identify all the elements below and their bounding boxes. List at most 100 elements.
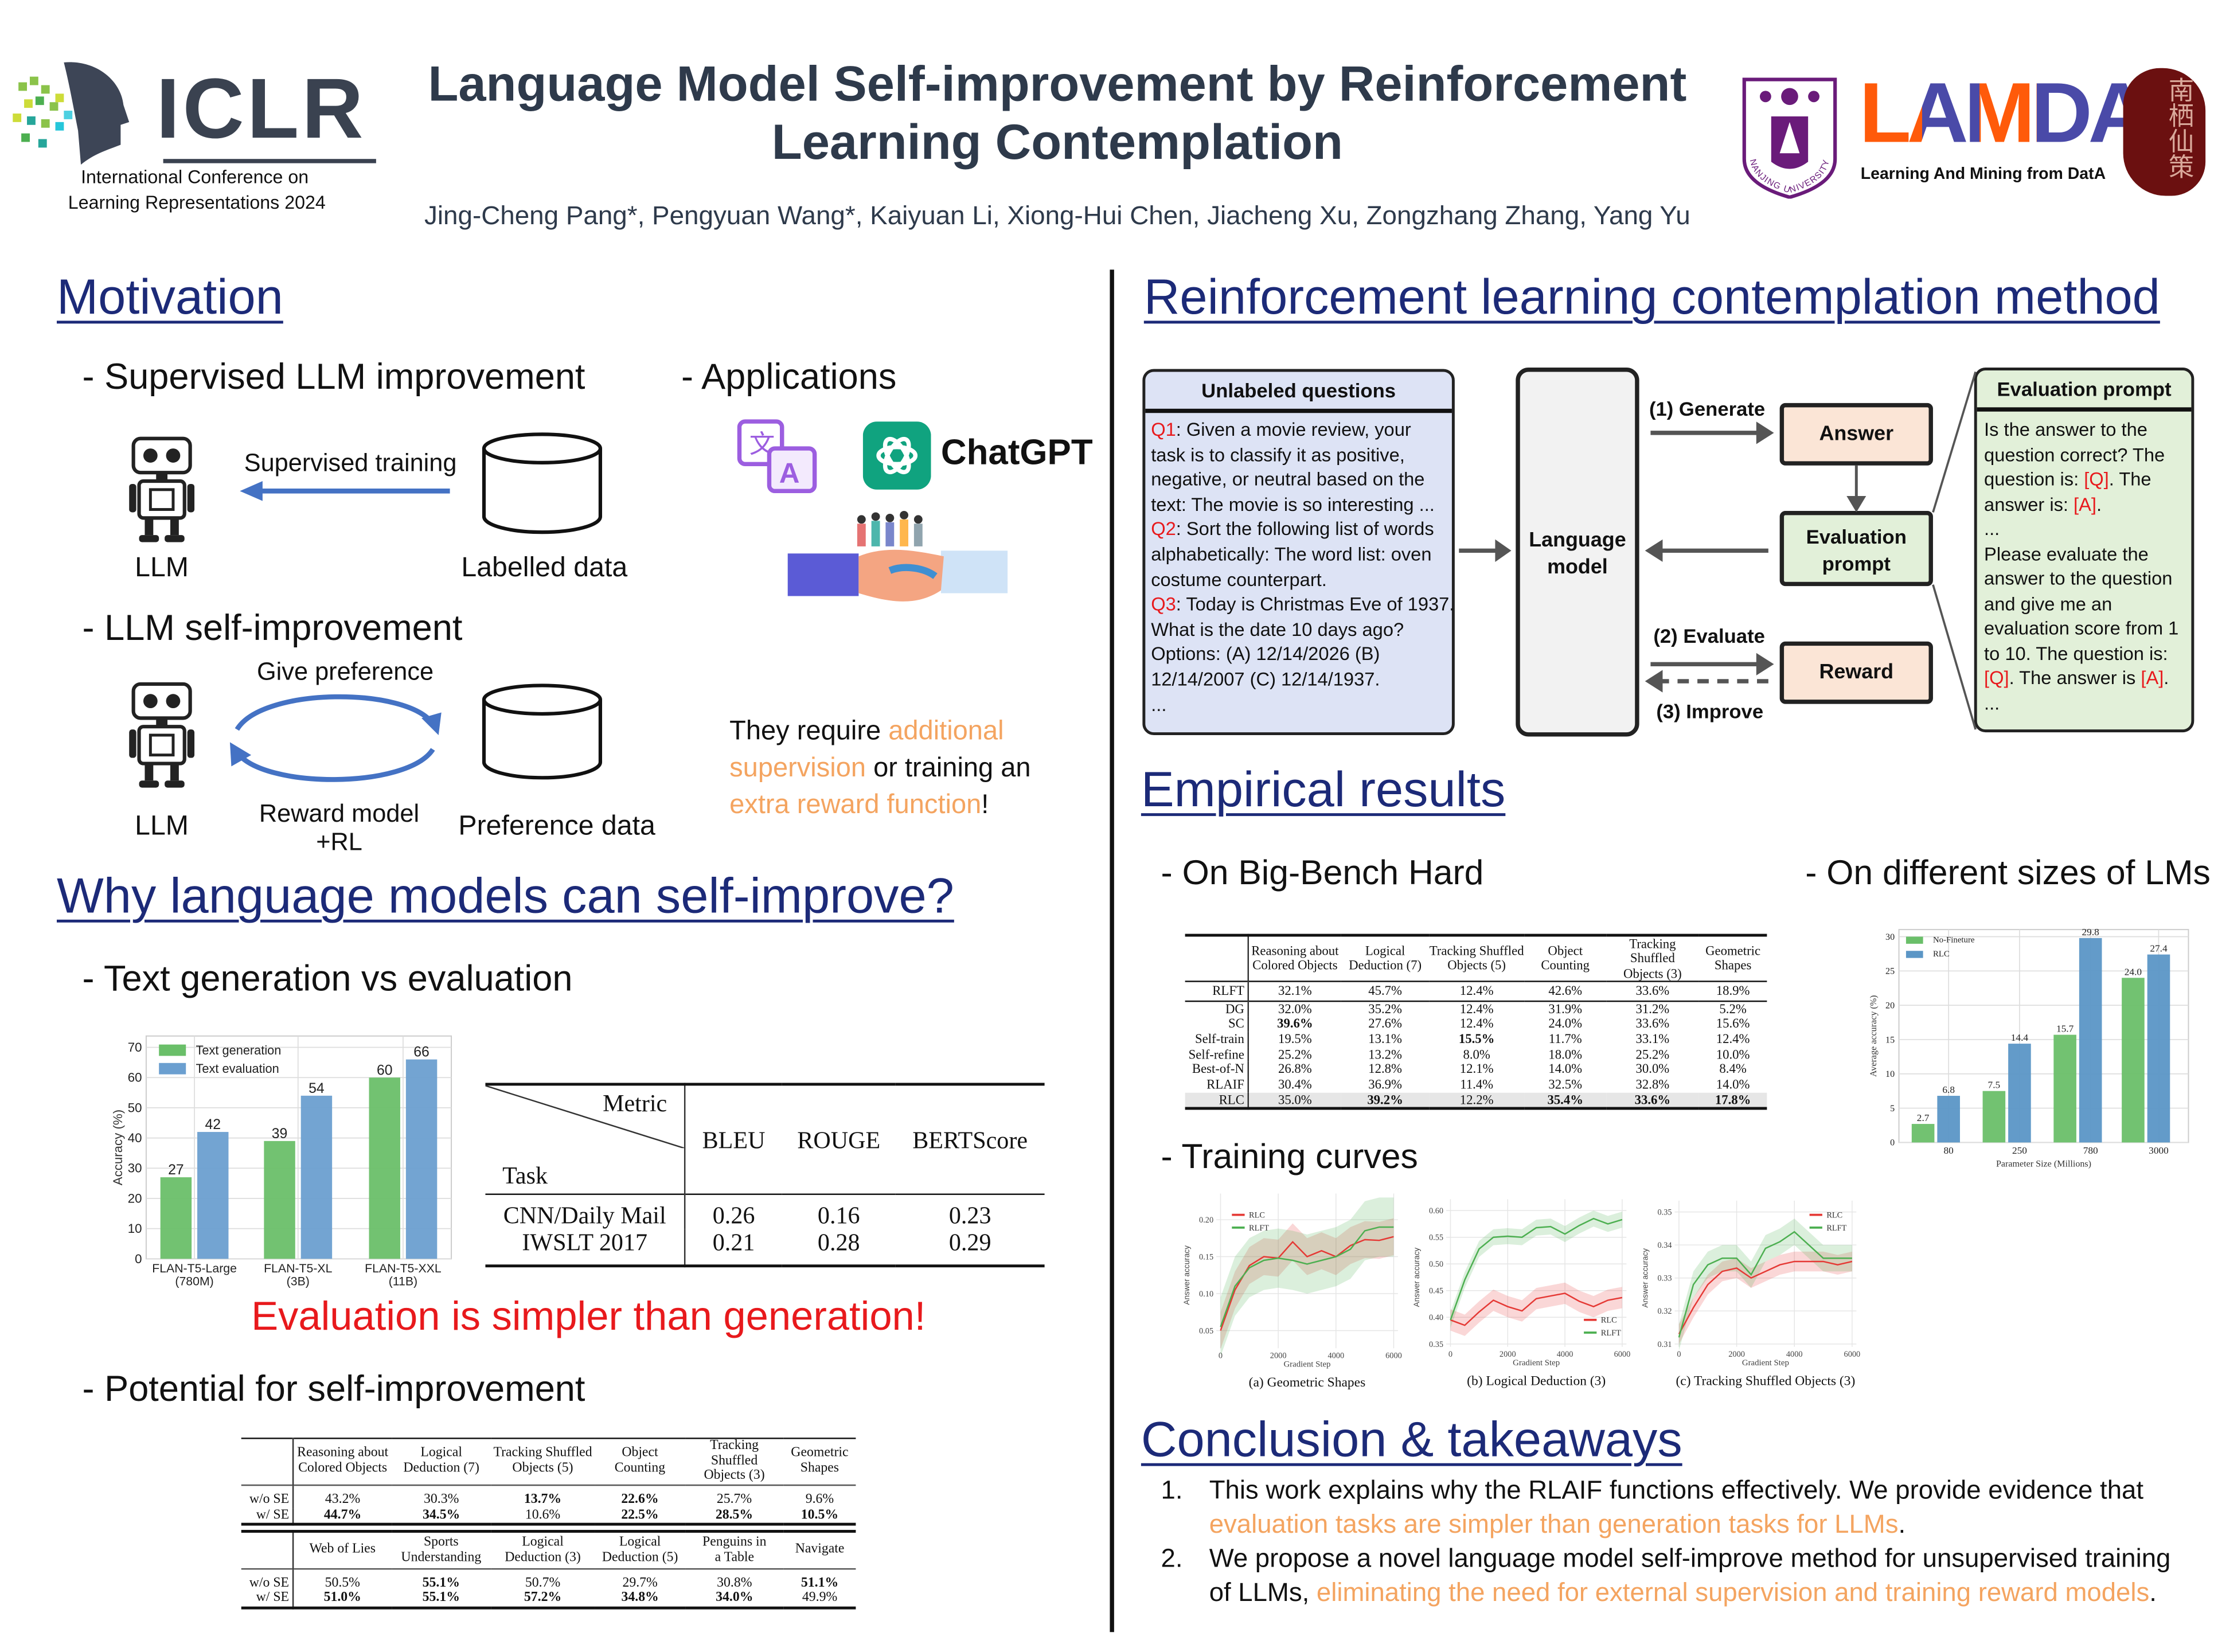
metric-table-corner: Metric Task <box>485 1084 686 1195</box>
value-cell: 34.0% <box>716 1590 753 1606</box>
value-cell: 31.2% <box>1635 1002 1670 1016</box>
text-span: Please evaluate the <box>1984 542 2149 564</box>
text-line: ... <box>1984 517 2191 541</box>
value-cell: 51.0% <box>323 1590 361 1606</box>
text-span: . <box>2149 1576 2157 1606</box>
value-cell: 55.1% <box>422 1575 460 1591</box>
nju-seal-logo: NANJING UNIVERSITY <box>1740 74 1839 200</box>
legend-label: RLFT <box>1826 1224 1846 1233</box>
translate-icon: 文A <box>737 419 817 494</box>
conclusion-number: 1. <box>1161 1474 1183 1505</box>
x-tick-label: (3B) <box>287 1275 310 1288</box>
line-rlft <box>1220 1226 1394 1327</box>
value-cell: 30.0% <box>1635 1062 1670 1077</box>
column-header: Logical Deduction (3) <box>505 1534 581 1565</box>
legend-label: RLFT <box>1249 1224 1269 1233</box>
value-cell: 14.0% <box>1716 1077 1750 1092</box>
bar-value-label: 39 <box>272 1126 288 1142</box>
value-cell: 32.1% <box>1278 983 1312 998</box>
text-line: Is the answer to the <box>1984 417 2191 442</box>
question-line: Q1: Given a movie review, your <box>1151 417 1452 443</box>
y-tick-label: 0.10 <box>1199 1290 1213 1299</box>
confidence-band-rlft <box>1678 1219 1852 1351</box>
arrow-questions-to-lm <box>1459 539 1512 563</box>
bar-value-label: 66 <box>413 1045 429 1060</box>
chatgpt-logo-icon <box>862 421 931 490</box>
text-line: We propose a novel language model self-i… <box>1209 1541 2171 1575</box>
value-cell: 12.4% <box>1459 983 1494 998</box>
value-cell: 35.0% <box>1278 1092 1312 1107</box>
corner-cell <box>1185 935 1249 982</box>
x-tick-label: 2000 <box>1500 1350 1516 1359</box>
legend-label: RLC <box>1601 1316 1617 1325</box>
diagonal-divider <box>485 1085 684 1149</box>
why-heading: Why language models can self-improve? <box>57 868 954 924</box>
bbh-title: - On Big-Bench Hard <box>1161 854 1484 893</box>
text-line: evaluation tasks are simpler than genera… <box>1209 1506 2171 1540</box>
column-header: Reasoning about Colored Objects <box>297 1445 389 1477</box>
legend-swatch <box>159 1063 186 1075</box>
question-text: alphabetically: The word list: oven <box>1151 543 1432 565</box>
value-cell: 30.3% <box>424 1491 459 1508</box>
questions-ellipsis: ... <box>1151 693 1167 715</box>
y-tick-label: 0.15 <box>1199 1252 1213 1262</box>
eval-panel-title: Evaluation prompt <box>1977 370 2192 412</box>
y-axis-label: Answer accuracy <box>1412 1247 1421 1307</box>
subplot-caption: (b) Logical Deduction (3) <box>1467 1374 1606 1389</box>
question-text: task is to classify it as positive, <box>1151 443 1405 465</box>
text-span: question correct? The <box>1984 443 2165 465</box>
text-gen-vs-eval-chart: 010203040506070273960425466FLAN-T5-Large… <box>111 1035 452 1288</box>
column-header: Tracking Shuffled Objects (3) <box>1623 936 1682 981</box>
bar-rlc <box>1937 1096 1960 1143</box>
value-cell: 10.5% <box>801 1506 839 1522</box>
value-cell: 51.1% <box>801 1575 839 1591</box>
row-label: w/ SE <box>241 1591 294 1608</box>
sizes-title: - On different sizes of LMs <box>1805 854 2211 893</box>
column-header: Object Counting <box>1541 944 1590 973</box>
answer-label: Answer <box>1819 423 1894 446</box>
row-label: w/o SE <box>241 1485 294 1509</box>
poster-title-line-2: Learning Contemplation <box>771 115 1343 170</box>
text-span: Is the answer to the <box>1984 419 2147 440</box>
column-header: Object Counting <box>614 1445 666 1477</box>
column-header: Tracking Shuffled Objects (3) <box>704 1438 765 1484</box>
empirical-heading: Empirical results <box>1141 762 1506 818</box>
motivation-heading: Motivation <box>57 270 283 325</box>
value-cell: 12.1% <box>1459 1062 1494 1077</box>
value-cell: 50.5% <box>325 1575 360 1591</box>
line-rlft <box>1450 1217 1623 1321</box>
value-cell: 39.6% <box>1277 1017 1313 1031</box>
text-span: of LLMs, <box>1209 1576 1317 1606</box>
value-cell: 11.7% <box>1548 1032 1582 1046</box>
line-rlft <box>1678 1231 1852 1338</box>
question-text: costume counterpart. <box>1151 568 1327 590</box>
language-model-box: Language model <box>1516 368 1639 737</box>
text-span: to 10. The question is: <box>1984 642 2168 664</box>
column-header: Geometric Shapes <box>791 1445 849 1477</box>
text-span: ... <box>1984 518 2000 540</box>
y-tick-label: 0.05 <box>1199 1326 1213 1335</box>
bar-no-fineture <box>2122 978 2145 1143</box>
text-span: evaluation score from 1 <box>1984 617 2179 639</box>
potential-title: - Potential for self-improvement <box>82 1369 585 1409</box>
legend-swatch <box>159 1044 186 1056</box>
eval-prompt-line-1: Evaluation <box>1806 525 1907 548</box>
value-cell: 10.6% <box>525 1506 561 1522</box>
legend-label: RLFT <box>1601 1329 1621 1338</box>
supervised-training-label: Supervised training <box>244 448 457 477</box>
legend-swatch <box>1905 951 1923 958</box>
database-cylinder-icon <box>482 684 603 780</box>
answer-box: Answer <box>1779 403 1933 466</box>
text-span: . The answer is <box>2009 667 2141 689</box>
highlighted-text: [Q] <box>2084 468 2109 490</box>
value-cell: 44.7% <box>323 1506 362 1522</box>
x-tick-label: 80 <box>1944 1145 1954 1156</box>
seal-text: 南栖仙策 <box>2164 76 2195 179</box>
iclr-logo: ICLR <box>7 60 376 166</box>
y-tick-label: 5 <box>1890 1104 1895 1114</box>
column-header: Sports Understanding <box>401 1534 482 1565</box>
text-line: supervision or training an <box>729 751 1030 787</box>
row-label: RLAIF <box>1185 1077 1249 1092</box>
